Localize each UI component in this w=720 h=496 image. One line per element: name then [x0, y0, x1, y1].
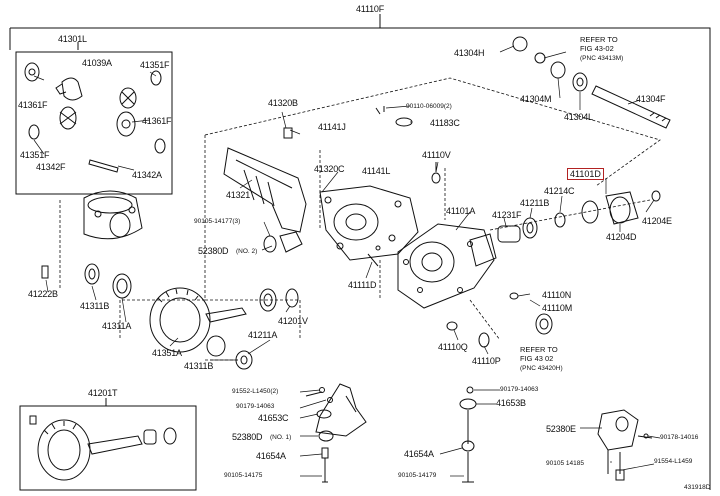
mount-right-drawing [597, 409, 653, 481]
label-41110F[interactable]: 41110F [356, 4, 384, 14]
label-41211A[interactable]: 41211A [248, 330, 278, 340]
label-90105-14185[interactable]: 90105 14185 [546, 460, 584, 467]
label-41311A[interactable]: 41311A [102, 321, 132, 331]
refer-note-2a: REFER TO [520, 345, 558, 354]
carrier-housing-drawing [367, 162, 661, 348]
label-90105-14175[interactable]: 90105-14175 [224, 472, 263, 479]
label-41311B-lower[interactable]: 41311B [184, 361, 214, 371]
label-90110-06009[interactable]: 90110-06009(2) [406, 103, 452, 110]
label-90179-14063-left[interactable]: 90179-14063 [236, 403, 275, 410]
label-41351F-left[interactable]: 41351F [20, 150, 50, 160]
refer-note-2c: (PNC 43420H) [520, 365, 563, 372]
label-41304F[interactable]: 41304F [636, 94, 666, 104]
drive-housing-drawing [223, 106, 419, 261]
label-41351A[interactable]: 41351A [152, 348, 182, 358]
leader-lines [33, 45, 661, 477]
inset-box-41201T [19, 405, 197, 491]
label-41311B[interactable]: 41311B [80, 301, 110, 311]
label-41653B[interactable]: 41653B [496, 398, 526, 408]
label-41321[interactable]: 41321 [226, 190, 251, 200]
label-41201V[interactable]: 41201V [278, 316, 308, 326]
label-41320C[interactable]: 41320C [314, 164, 345, 174]
label-41211B[interactable]: 41211B [520, 198, 550, 208]
label-91552-L1450[interactable]: 91552-L1450(2) [232, 388, 279, 395]
frame-lines [9, 14, 711, 490]
label-41654A[interactable]: 41654A [256, 451, 286, 461]
label-41320B[interactable]: 41320B [268, 98, 298, 108]
label-90105-14177[interactable]: 90105-14177(3) [194, 218, 241, 225]
mount-bracket-drawing [305, 383, 367, 483]
label-41301L[interactable]: 41301L [58, 34, 87, 44]
label-41101A[interactable]: 41101A [446, 206, 476, 216]
label-41231F[interactable]: 41231F [492, 210, 522, 220]
label-41204D[interactable]: 41204D [606, 232, 637, 242]
label-41361F-left[interactable]: 41361F [18, 100, 48, 110]
ring-gear-drawing [149, 287, 299, 370]
label-41110V[interactable]: 41110V [422, 150, 451, 160]
label-90179-14063-center[interactable]: 90179-14063 [500, 386, 539, 393]
label-41141J[interactable]: 41141J [318, 122, 346, 132]
axle-shaft-drawing [512, 36, 671, 129]
label-41653C[interactable]: 41653C [258, 413, 289, 423]
refer-note-2b[interactable]: FIG 43 02 [520, 354, 554, 363]
label-41214C[interactable]: 41214C [544, 186, 575, 196]
label-41201T[interactable]: 41201T [88, 388, 118, 398]
label-41304H[interactable]: 41304H [454, 48, 485, 58]
label-41351F-top[interactable]: 41351F [140, 60, 170, 70]
diagram-id: 431918D [684, 484, 711, 491]
label-41110N[interactable]: 41110N [542, 290, 571, 300]
label-90178-14016[interactable]: 90178-14016 [660, 434, 699, 441]
label-41110Q[interactable]: 41110Q [438, 342, 468, 352]
label-91554-L1459[interactable]: 91554-L1459 [654, 458, 693, 465]
label-41110P[interactable]: 41110P [472, 356, 501, 366]
refer-note-1a: REFER TO [580, 35, 618, 44]
refer-note-1b[interactable]: FIG 43-02 [580, 44, 614, 53]
label-41361F-right[interactable]: 41361F [142, 116, 172, 126]
label-41222B[interactable]: 41222B [28, 289, 58, 299]
differential-case-drawing [41, 190, 143, 299]
label-52380E[interactable]: 52380E [546, 424, 576, 434]
label-41204E[interactable]: 41204E [642, 216, 672, 226]
label-41101D-highlighted[interactable]: 41101D [567, 168, 604, 180]
label-41342A[interactable]: 41342A [132, 170, 162, 180]
label-52380D-no2[interactable]: 52380D [198, 246, 229, 256]
label-no1: (NO. 1) [270, 434, 292, 441]
label-41141L[interactable]: 41141L [362, 166, 391, 176]
differential-gears-group [24, 62, 166, 173]
label-41654A-center[interactable]: 41654A [404, 449, 434, 459]
label-41039A[interactable]: 41039A [82, 58, 112, 68]
label-41110M[interactable]: 41110M [542, 303, 572, 313]
refer-note-1c: (PNC 43413M) [580, 55, 624, 62]
label-90105-14179[interactable]: 90105-14179 [398, 472, 437, 479]
label-no2: (NO. 2) [236, 248, 258, 255]
label-41304L[interactable]: 41304L [564, 112, 593, 122]
mount-center-drawing [459, 386, 477, 483]
inset-gear-drawing [29, 415, 177, 481]
label-41111D[interactable]: 41111D [348, 280, 377, 290]
label-41342F[interactable]: 41342F [36, 162, 66, 172]
label-41304M[interactable]: 41304M [520, 94, 552, 104]
label-52380D-no1[interactable]: 52380D [232, 432, 263, 442]
label-41183C[interactable]: 41183C [430, 118, 460, 128]
